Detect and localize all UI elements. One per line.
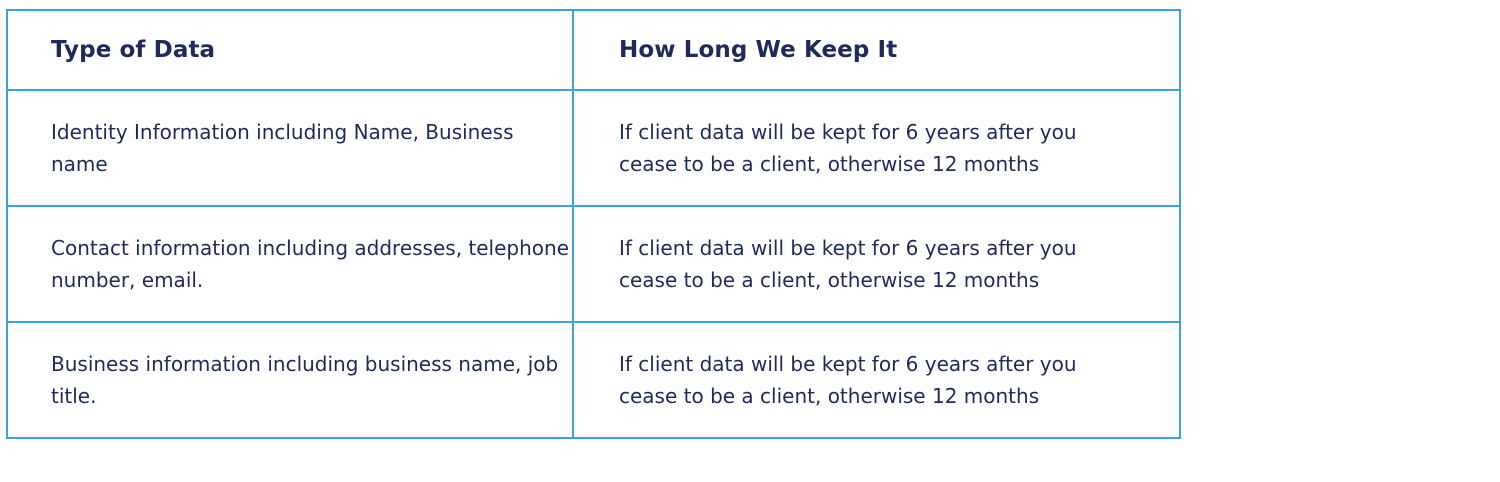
data-type-cell: Contact information including addresses,… bbox=[6, 205, 574, 323]
table-row: Identity Information including Name, Bus… bbox=[6, 89, 1181, 207]
data-retention-table-container: Type of Data How Long We Keep It Identit… bbox=[6, 9, 1181, 439]
data-type-text: Contact information including addresses,… bbox=[51, 236, 570, 292]
retention-period-text: If client data will be kept for 6 years … bbox=[619, 236, 1077, 292]
table-body: Identity Information including Name, Bus… bbox=[6, 89, 1181, 439]
data-type-cell: Identity Information including Name, Bus… bbox=[6, 89, 574, 207]
column-header-how-long-we-keep-it: How Long We Keep It bbox=[572, 9, 1181, 91]
data-type-cell: Business information including business … bbox=[6, 321, 574, 439]
data-type-text: Business information including business … bbox=[51, 352, 559, 408]
retention-period-cell: If client data will be kept for 6 years … bbox=[572, 89, 1181, 207]
retention-period-text: If client data will be kept for 6 years … bbox=[619, 352, 1077, 408]
retention-period-cell: If client data will be kept for 6 years … bbox=[572, 205, 1181, 323]
table-row: Business information including business … bbox=[6, 321, 1181, 439]
table-row: Contact information including addresses,… bbox=[6, 205, 1181, 323]
retention-period-text: If client data will be kept for 6 years … bbox=[619, 120, 1077, 176]
table-header-row: Type of Data How Long We Keep It bbox=[6, 9, 1181, 91]
data-retention-table: Type of Data How Long We Keep It Identit… bbox=[6, 9, 1181, 439]
column-header-type-of-data: Type of Data bbox=[6, 9, 574, 91]
data-type-text: Identity Information including Name, Bus… bbox=[51, 120, 514, 176]
retention-period-cell: If client data will be kept for 6 years … bbox=[572, 321, 1181, 439]
table-header: Type of Data How Long We Keep It bbox=[6, 9, 1181, 91]
